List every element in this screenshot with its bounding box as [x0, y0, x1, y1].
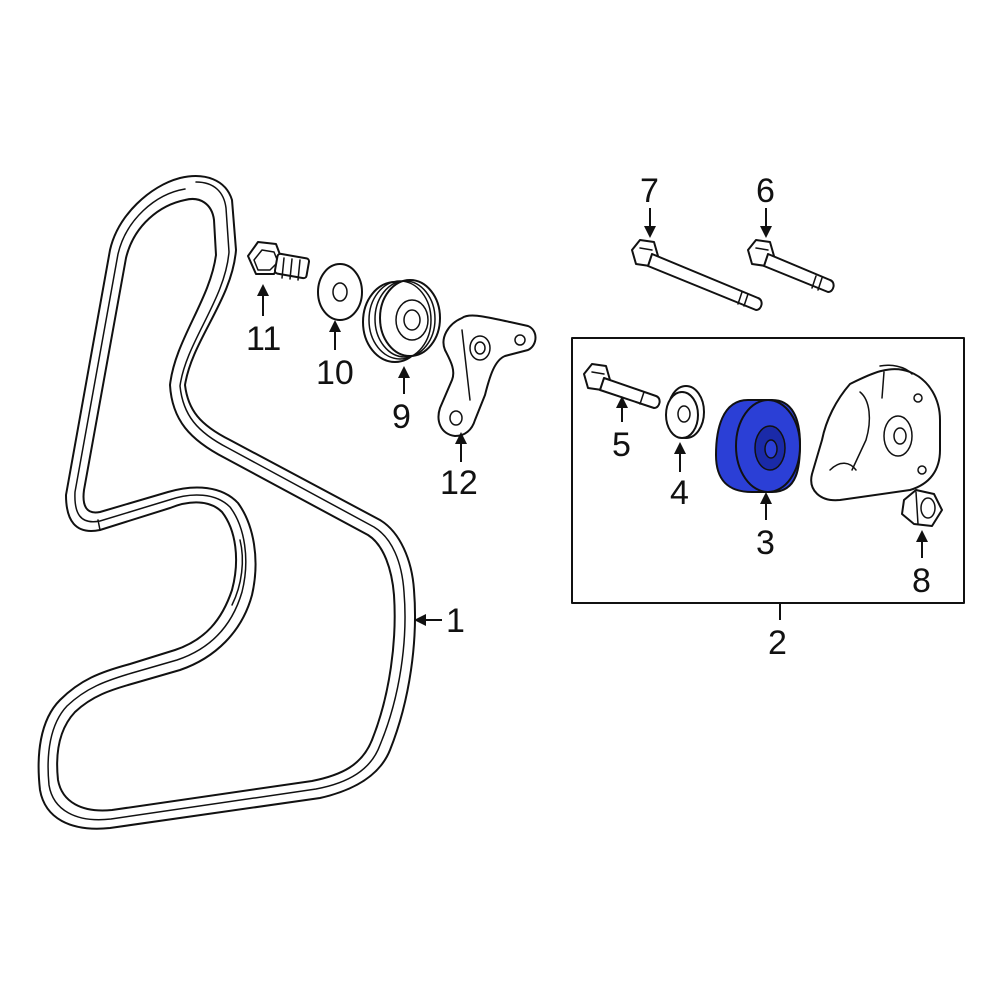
- callout-9: 9: [392, 398, 411, 436]
- washer-4[interactable]: [665, 385, 705, 439]
- callout-4: 4: [670, 474, 689, 512]
- bracket-12[interactable]: [437, 314, 537, 437]
- serpentine-belt[interactable]: [37, 175, 416, 830]
- bolt-7[interactable]: [631, 239, 763, 311]
- bolt-11[interactable]: [247, 241, 311, 281]
- callout-3: 3: [756, 524, 775, 562]
- callout-2: 2: [768, 624, 787, 662]
- bolt-6[interactable]: [747, 239, 835, 293]
- callout-1: 1: [446, 602, 465, 640]
- callout-5: 5: [612, 426, 631, 464]
- callout-12: 12: [440, 464, 478, 502]
- leader-arrows: [257, 208, 928, 626]
- tensioner-pulley-3[interactable]: [714, 399, 802, 493]
- callout-labels: 1 11 10 9 12 7 6 5 4 3 8 2: [246, 172, 931, 662]
- idler-pulley-9[interactable]: [362, 279, 441, 363]
- washer-10[interactable]: [317, 263, 363, 321]
- callout-11: 11: [246, 320, 281, 358]
- callout-8: 8: [912, 562, 931, 600]
- callout-10: 10: [316, 354, 354, 392]
- tensioner-body[interactable]: [810, 364, 941, 502]
- callout-6: 6: [756, 172, 775, 210]
- callout-7: 7: [640, 172, 659, 210]
- nut-8[interactable]: [901, 489, 943, 527]
- bolt-5[interactable]: [583, 363, 661, 409]
- tensioner-assembly-box[interactable]: [571, 337, 965, 604]
